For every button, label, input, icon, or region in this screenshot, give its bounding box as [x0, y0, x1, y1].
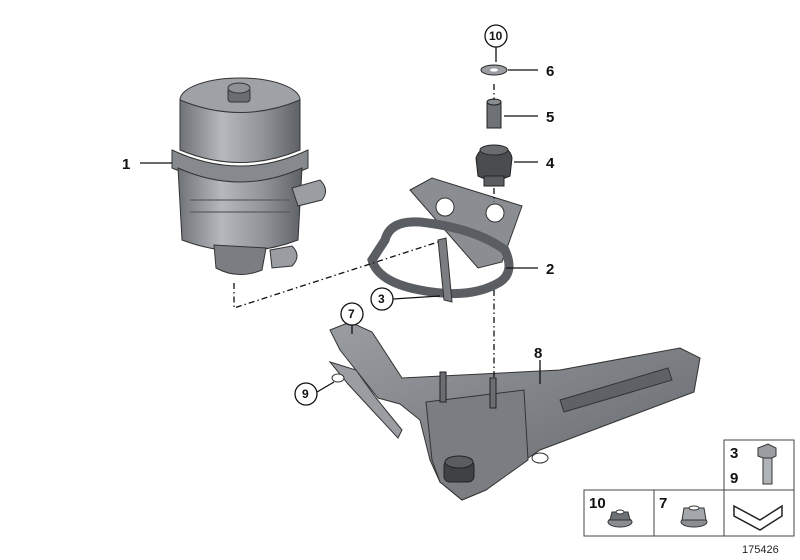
legend-nut-flat-box: 10 [583, 489, 655, 537]
callout-9-circle: 9 [294, 382, 318, 406]
callout-10-circle: 10 [484, 24, 508, 48]
callout-3-circle: 3 [370, 287, 394, 311]
legend-arrow-box [723, 489, 795, 537]
callout-7: 7 [348, 307, 355, 321]
callout-10: 10 [489, 29, 503, 43]
legend-bolt-bottom: 9 [730, 470, 738, 487]
legend-bolt-top: 3 [730, 445, 738, 462]
callout-4: 4 [546, 155, 555, 172]
legend-nut-collar: 7 [659, 495, 667, 512]
hex-bolt-icon [757, 443, 777, 485]
leader-9 [316, 381, 335, 393]
assembly-line-tank [233, 241, 439, 309]
strap-bracket [367, 177, 523, 303]
arrow-icon [733, 504, 783, 531]
washer [480, 64, 508, 76]
callout-5: 5 [546, 109, 554, 126]
leader-3 [392, 295, 441, 300]
flange-nut-icon [607, 509, 633, 528]
legend-nut-flat: 10 [589, 495, 606, 512]
callout-1: 1 [122, 156, 130, 173]
callout-7-circle: 7 [340, 302, 364, 326]
diagram-number: 175426 [742, 544, 779, 556]
callout-2: 2 [546, 261, 554, 278]
callout-8: 8 [534, 345, 542, 362]
callout-3: 3 [378, 292, 385, 306]
reservoir-tank [171, 77, 326, 275]
rubber-mount [475, 144, 513, 187]
callout-9: 9 [302, 387, 309, 401]
legend-nut-collar-box: 7 [653, 489, 725, 537]
legend-bolt-box: 3 9 [723, 439, 795, 491]
callout-6: 6 [546, 63, 554, 80]
mounting-bracket [328, 321, 701, 501]
spacer-sleeve [486, 98, 502, 129]
collar-nut-icon [680, 505, 708, 528]
